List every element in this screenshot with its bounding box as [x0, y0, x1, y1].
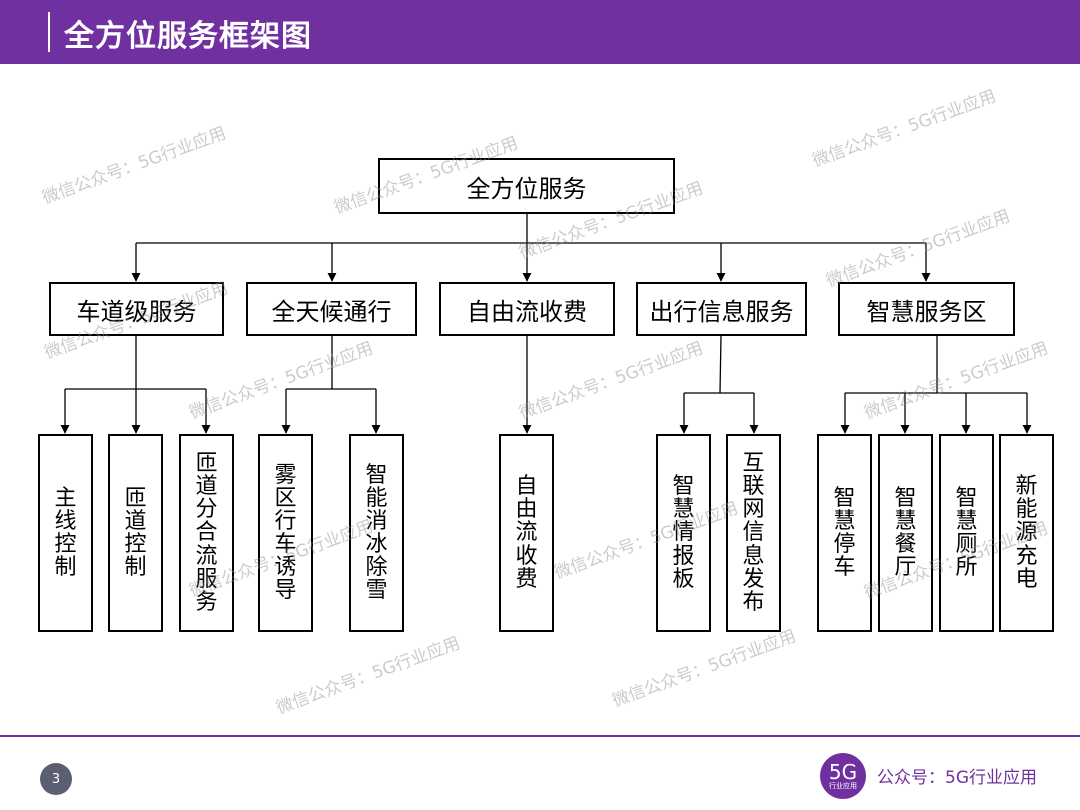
leaf-smart-restaurant: 智慧餐厅 [878, 434, 933, 632]
node-free-flow-toll: 自由流收费 [439, 282, 615, 336]
node-smart-service-area: 智慧服务区 [838, 282, 1015, 336]
logo-sub-text: 行业应用 [829, 781, 857, 790]
node-lane-service: 车道级服务 [49, 282, 224, 336]
leaf-mainline-control: 主线控制 [38, 434, 93, 632]
header-divider [48, 12, 50, 52]
page-number-badge: 3 [40, 763, 72, 795]
logo-main-text: 5G [828, 759, 858, 784]
leaf-smart-toilet: 智慧厕所 [939, 434, 994, 632]
leaf-ramp-merge-service: 匝道分合流服务 [179, 434, 234, 632]
leaf-internet-info-release: 互联网信息发布 [726, 434, 781, 632]
node-travel-info: 出行信息服务 [636, 282, 807, 336]
leaf-ev-charging: 新能源充电 [999, 434, 1054, 632]
node-all-weather: 全天候通行 [246, 282, 417, 336]
page-title: 全方位服务框架图 [64, 19, 312, 54]
leaf-smart-parking: 智慧停车 [817, 434, 872, 632]
leaf-smart-info-board: 智慧情报板 [656, 434, 711, 632]
footer-divider [0, 735, 1080, 737]
root-node: 全方位服务 [378, 158, 675, 214]
leaf-smart-deicing: 智能消冰除雪 [349, 434, 404, 632]
leaf-fog-guidance: 雾区行车诱导 [258, 434, 313, 632]
footer-account-text: 公众号：5G行业应用 [877, 768, 1037, 788]
header-bar: 全方位服务框架图 [0, 0, 1080, 64]
leaf-free-flow-toll: 自由流收费 [499, 434, 554, 632]
leaf-ramp-control: 匝道控制 [108, 434, 163, 632]
brand-logo: 5G 行业应用 [820, 753, 866, 799]
